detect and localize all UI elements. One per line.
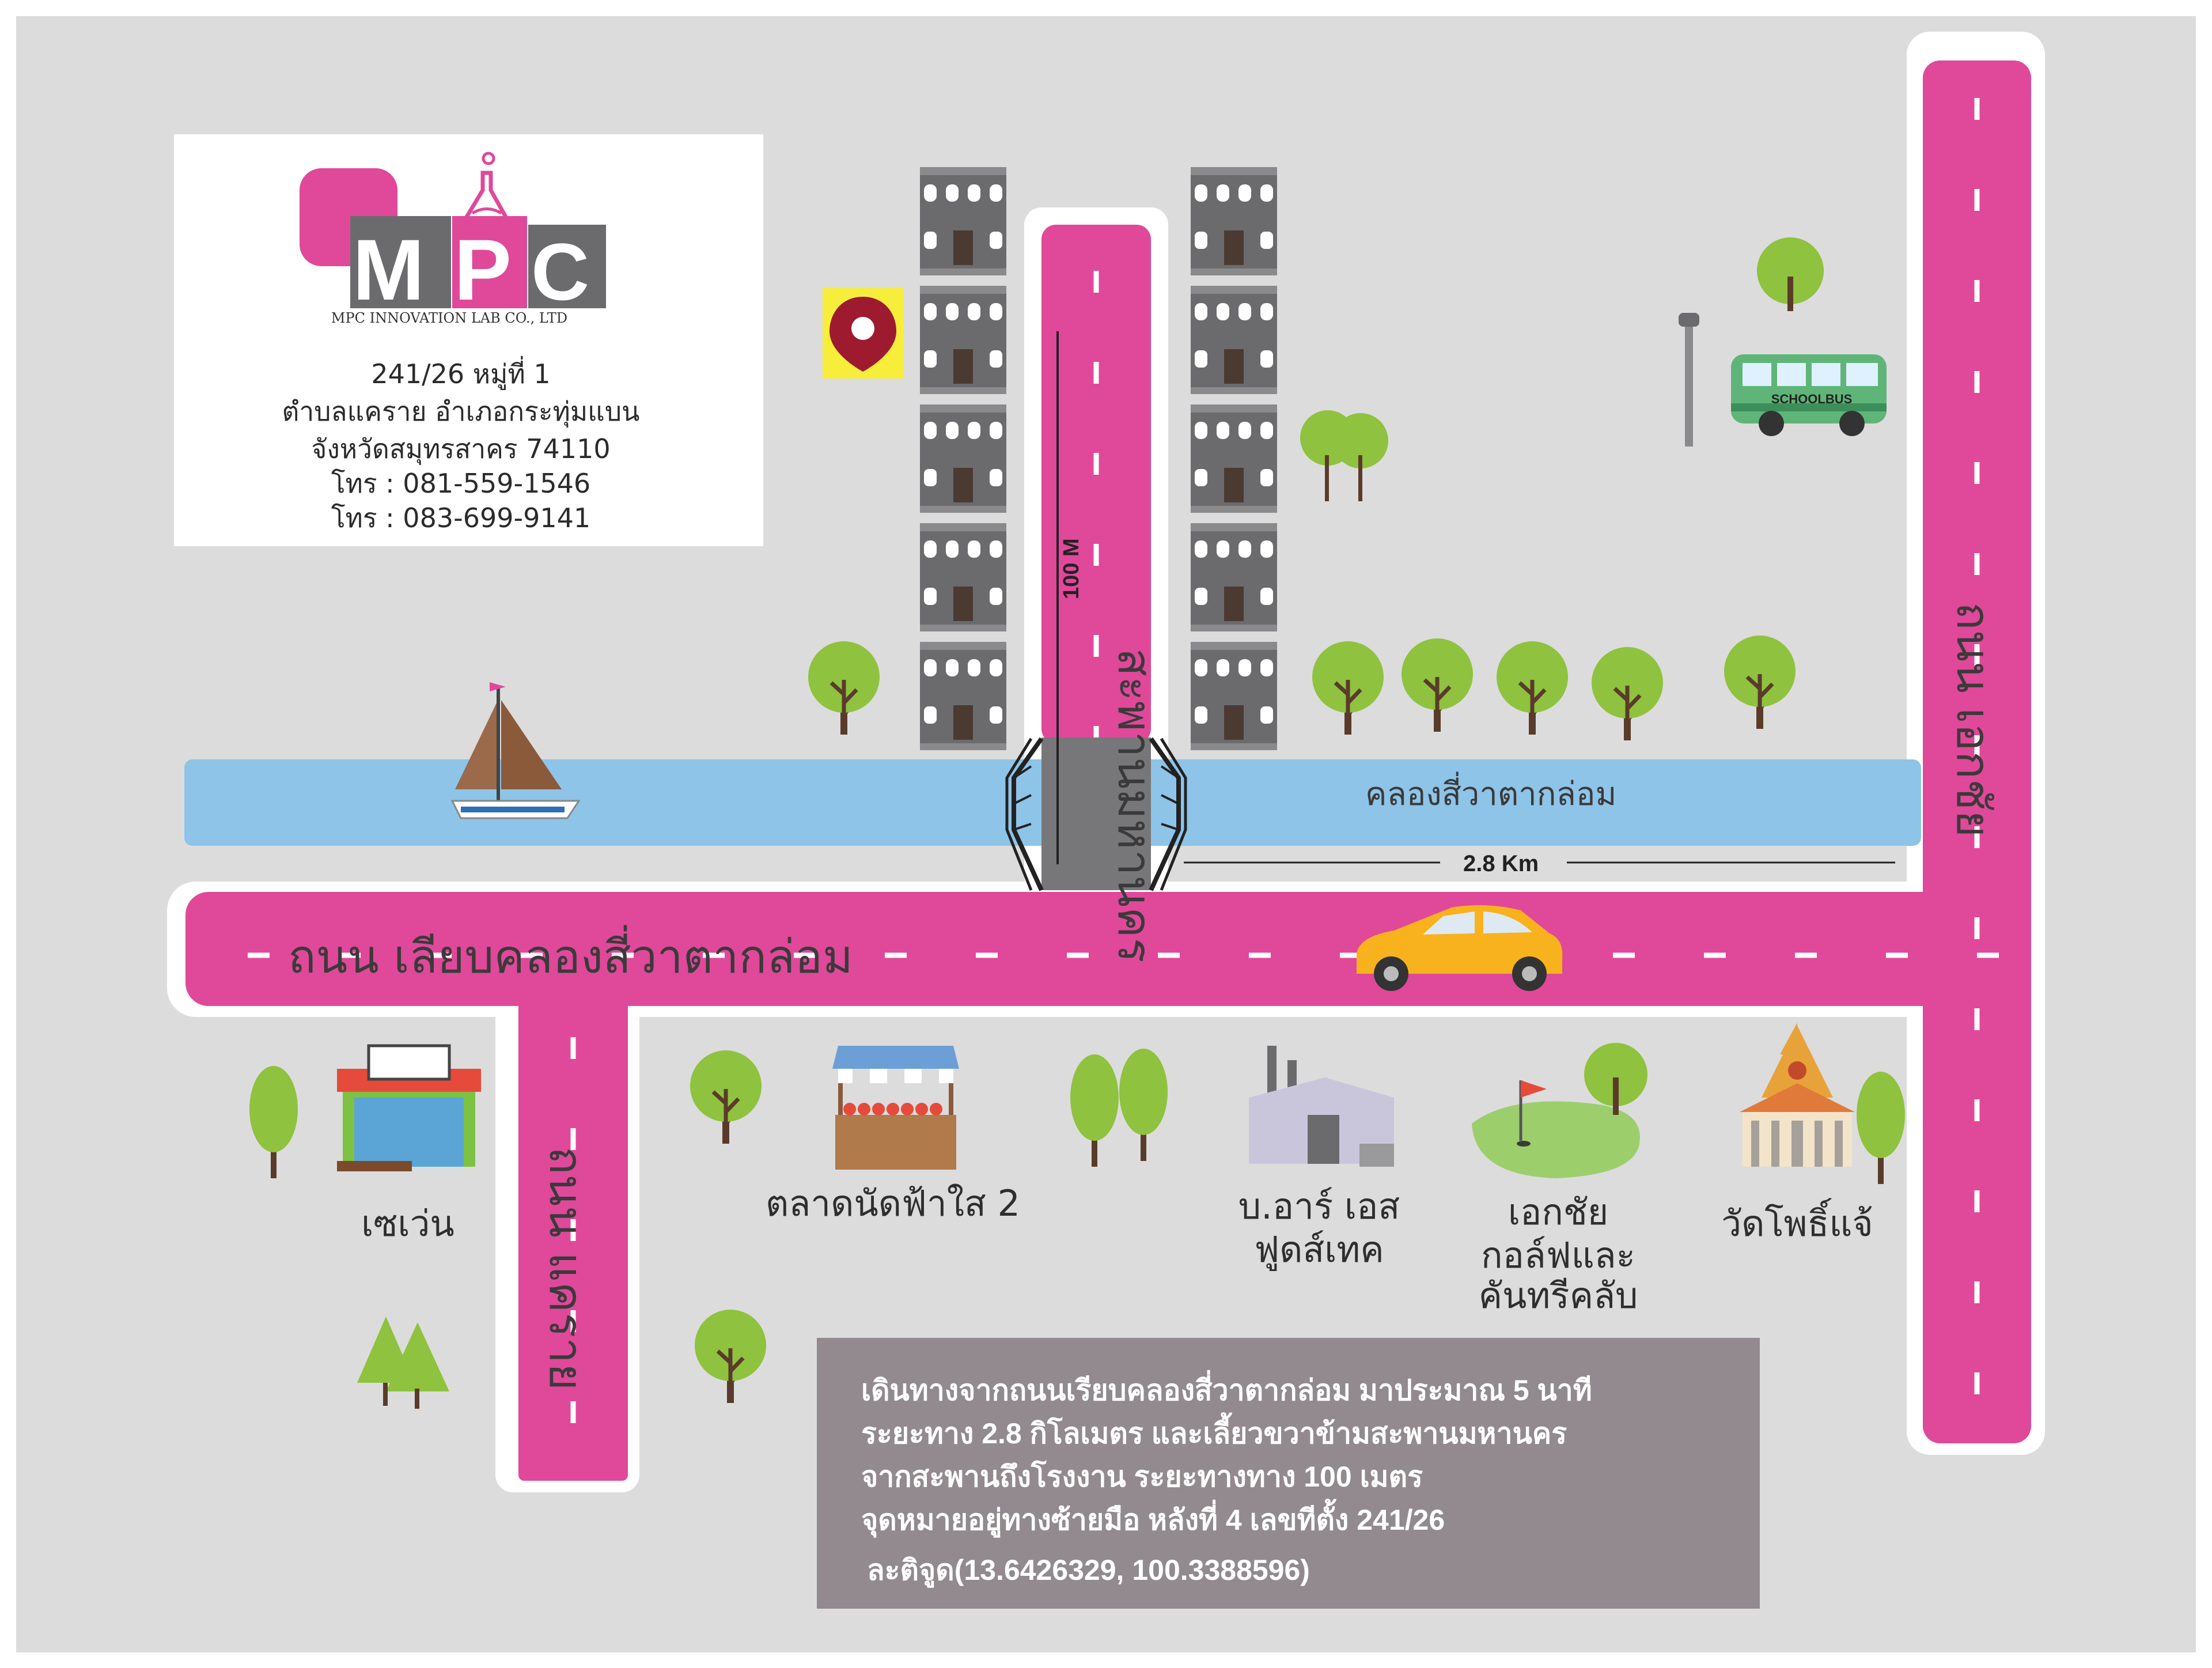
address-line-3: จังหวัดสมุทรสาคร 74110 [311,433,610,466]
distance-label-100m: 100 M [1059,538,1084,599]
tree-pair [1300,410,1388,501]
place-factory-line2: ฟูดส์เทค [1254,1228,1384,1271]
bridge-road [1041,225,1151,743]
directions-line-3: จากสะพานถึงโรงงาน ระยะทางทาง 100 เมตร [861,1459,1423,1493]
svg-text:P: P [454,221,512,318]
phone-1: โทร : 081-559-1546 [331,468,590,499]
temple-icon [1740,1023,1855,1167]
company-card: M P C MPC INNOVATION LAB CO., LTD 241/26… [174,134,763,546]
place-market: ตลาดนัดฟ้าใส 2 [766,1182,1020,1224]
directions-box: เดินทางจากถนนเรียบคลองสี่วาตากล่อม มาประ… [817,1338,1760,1609]
khae-rai-road-label: ถนน แคราย [539,1147,593,1390]
buildings-left [920,167,1006,750]
market-stall-icon [832,1046,959,1170]
main-road [185,892,2029,1006]
bridge-name: สะพานมหานคร [1108,648,1161,963]
golf-course-icon [1472,1043,1647,1178]
street-lamp-icon [1679,313,1699,447]
ekachai-road-label: ถนน เอกชัย [1946,602,2000,837]
address-line-1: 241/26 หมู่ที่ 1 [371,355,550,390]
sailboat-icon [450,682,581,819]
distance-label-2-8km: 2.8 Km [1463,851,1539,876]
company-logo: M P C [300,152,606,318]
bridge [1005,737,1187,891]
place-factory-line1: บ.อาร์ เอส [1238,1185,1400,1227]
place-golf-line2: กอล์ฟและ [1481,1234,1635,1276]
canal-label: คลองสี่วาตากล่อม [1365,771,1616,813]
place-golf-line3: คันทรีคลับ [1479,1274,1638,1317]
company-name: MPC INNOVATION LAB CO., LTD [331,310,567,326]
convenience-store-icon [337,1044,481,1171]
svg-text:M: M [353,221,425,318]
factory-icon [1249,1046,1394,1167]
pine-trees [357,1317,449,1409]
directions-line-4: จุดหมายอยู่ทางซ้ายมือ หลังที่ 4 เลขทีตั้… [861,1499,1445,1538]
place-golf-line1: เอกชัย [1508,1191,1608,1233]
coordinates: ละติจูด(13.6426329, 100.3388596) [867,1554,1310,1588]
tree-top-right [1757,237,1824,311]
directions-line-1: เดินทางจากถนนเรียบคลองสี่วาตากล่อม มาประ… [861,1370,1592,1406]
address-line-2: ตำบลแคราย อำเภอกระทุ่มแบน [282,396,640,428]
place-temple: วัดโพธิ์แจ้ [1721,1198,1873,1245]
phone-2: โทร : 083-699-9141 [331,502,590,534]
buildings-right [1191,167,1277,750]
svg-text:C: C [531,226,589,317]
school-bus-label: SCHOOLBUS [1771,392,1853,406]
place-seven: เซเว่น [361,1202,454,1245]
school-bus-icon: SCHOOLBUS [1731,354,1887,436]
location-pin-icon [823,288,903,379]
car-icon [1357,905,1563,991]
directions-line-2: ระยะทาง 2.8 กิโลเมตร และเลี้ยวขวาข้ามสะพ… [861,1412,1567,1450]
main-road-label: ถนน เลียบคลองสี่วาตากล่อม [288,925,853,984]
